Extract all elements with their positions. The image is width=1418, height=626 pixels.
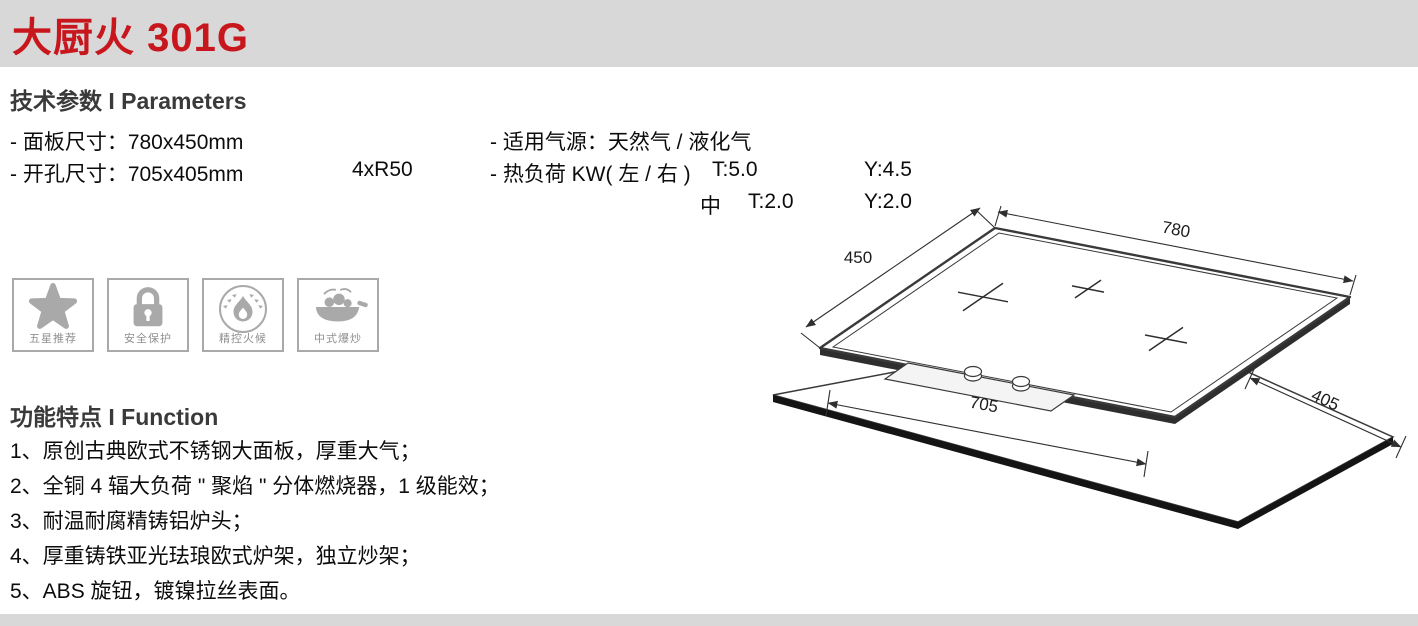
param-cutout-radius: 4xR50	[352, 158, 413, 181]
badge-fire-control: 精控火候	[202, 278, 284, 352]
param-heat-load-t: T:5.0	[712, 158, 758, 181]
param-heat-mid-label: 中	[700, 195, 721, 218]
function-list: 1、原创古典欧式不锈钢大面板，厚重大气； 2、全铜 4 辐大负荷 " 聚焰 " …	[10, 434, 500, 609]
dimension-450	[800, 207, 996, 349]
function-item: 4、厚重铸铁亚光珐琅欧式炉架，独立炒架；	[10, 545, 421, 568]
technical-drawing: 780 450 705 405	[772, 205, 1407, 529]
wok-icon	[315, 288, 368, 322]
dimension-705	[825, 389, 1149, 478]
function-item: 2、全铜 4 辐大负荷 " 聚焰 " 分体燃烧器，1 级能效；	[10, 475, 500, 498]
dimension-405	[1244, 366, 1407, 459]
function-item: 5、ABS 旋钮，镀镍拉丝表面。	[10, 580, 301, 603]
badge-stir-fry: 中式爆炒	[297, 278, 379, 352]
param-gas-source: - 适用气源：天然气 / 液化气	[490, 131, 752, 154]
parameters-heading: 技术参数 I Parameters	[10, 88, 247, 114]
function-item: 1、原创古典欧式不锈钢大面板，厚重大气；	[10, 440, 421, 463]
badge-label: 精控火候	[219, 333, 267, 345]
badge-safety: 安全保护	[107, 278, 189, 352]
param-heat-mid-y: Y:2.0	[864, 190, 912, 213]
badge-five-star: 五星推荐	[12, 278, 94, 352]
function-heading: 功能特点 I Function	[10, 404, 219, 430]
param-heat-mid-t: T:2.0	[748, 190, 794, 213]
param-heat-load-y: Y:4.5	[864, 158, 912, 181]
dim-705-label: 705	[968, 393, 999, 417]
lock-icon	[133, 287, 163, 327]
footer-bar	[0, 614, 1418, 626]
param-cutout-size: - 开孔尺寸：705x405mm	[10, 163, 244, 186]
param-heat-load-label: - 热负荷 KW( 左 / 右 )	[490, 163, 691, 186]
badge-label: 安全保护	[124, 333, 172, 345]
star-icon	[28, 283, 78, 329]
dim-780-label: 780	[1160, 218, 1191, 242]
dim-450-label: 450	[844, 248, 872, 267]
product-title: 大厨火 301G	[12, 16, 249, 60]
function-item: 3、耐温耐腐精铸铝炉头；	[10, 510, 253, 533]
badge-label: 中式爆炒	[314, 333, 362, 345]
badge-label: 五星推荐	[29, 333, 77, 345]
dimension-780	[994, 205, 1357, 296]
param-panel-size: - 面板尺寸：780x450mm	[10, 131, 244, 154]
header-bar: 大厨火 301G	[0, 0, 1418, 67]
knob-icon	[963, 365, 1031, 392]
flame-icon	[219, 285, 267, 333]
